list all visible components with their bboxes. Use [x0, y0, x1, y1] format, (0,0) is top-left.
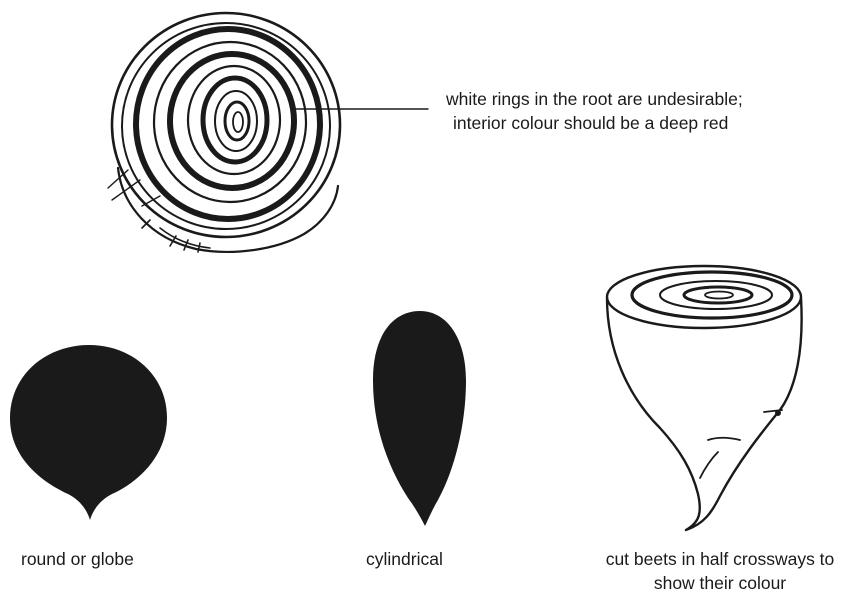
- half-cut-beet: [607, 266, 802, 530]
- rings-annotation-line-1: white rings in the root are undesirable;: [446, 87, 743, 111]
- rootlet-dot: [776, 411, 781, 416]
- rings-annotation-line-2: interior colour should be a deep red: [446, 111, 743, 135]
- body-detail-strokes: [700, 410, 782, 478]
- caption-cut-beets: cut beets in half crossways to show thei…: [578, 547, 862, 595]
- round-beet-silhouette: [10, 345, 167, 520]
- ring-7: [225, 102, 249, 140]
- ring-core: [233, 112, 243, 132]
- rings-annotation: white rings in the root are undesirable;…: [446, 87, 743, 135]
- cylindrical-beet-silhouette: [373, 311, 466, 526]
- caption-cylindrical: cylindrical: [366, 547, 443, 571]
- cut-ring-3: [684, 287, 752, 303]
- caption-cut-line-2: show their colour: [578, 571, 862, 595]
- cut-ring-2: [660, 281, 772, 309]
- half-beet-body: [607, 298, 802, 530]
- cut-ring-4: [705, 292, 733, 299]
- cut-ring-1: [632, 272, 792, 318]
- ring-6: [215, 91, 257, 151]
- caption-round-or-globe: round or globe: [21, 547, 134, 571]
- beet-cross-section: [108, 13, 428, 252]
- caption-cut-line-1: cut beets in half crossways to: [578, 547, 862, 571]
